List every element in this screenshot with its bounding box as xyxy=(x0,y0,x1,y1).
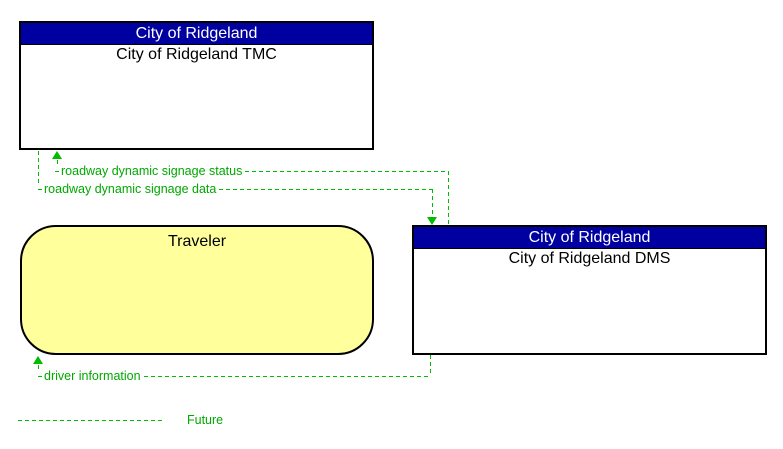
legend-future-label: Future xyxy=(187,413,224,427)
arrowhead-up-icon xyxy=(52,151,62,159)
dashed-connector-vertical xyxy=(430,355,431,375)
flow-row-signage-data: roadway dynamic signage data xyxy=(38,182,432,196)
arrowhead-down-icon xyxy=(427,217,437,225)
flow-label-roadway-dynamic-signage-data[interactable]: roadway dynamic signage data xyxy=(44,182,217,196)
dashed-connector-horizontal xyxy=(143,375,430,377)
entity-title-dms: City of Ridgeland DMS xyxy=(508,250,671,267)
flow-row-signage-status: roadway dynamic signage status xyxy=(55,164,448,178)
entity-title-tmc: City of Ridgeland TMC xyxy=(116,46,277,63)
entity-header-dms: City of Ridgeland xyxy=(414,227,765,249)
dashed-connector-vertical xyxy=(57,160,58,166)
entity-header-tmc: City of Ridgeland xyxy=(21,23,372,45)
dashed-connector-lead xyxy=(38,375,42,377)
flow-row-driver-information: driver information xyxy=(38,369,430,383)
dashed-connector-vertical xyxy=(448,171,449,225)
entity-box-city-of-ridgeland-tmc[interactable]: City of Ridgeland City of Ridgeland TMC xyxy=(19,21,374,150)
dashed-connector-vertical xyxy=(38,151,39,183)
dashed-connector-horizontal xyxy=(219,188,432,190)
dashed-connector-vertical xyxy=(38,365,39,371)
dashed-connector-horizontal xyxy=(245,170,448,172)
flow-label-roadway-dynamic-signage-status[interactable]: roadway dynamic signage status xyxy=(61,164,243,178)
legend-dashed-line xyxy=(18,420,165,421)
arrowhead-up-icon xyxy=(33,356,43,364)
dashed-connector-lead xyxy=(38,188,42,190)
entity-box-city-of-ridgeland-dms[interactable]: City of Ridgeland City of Ridgeland DMS xyxy=(412,225,767,355)
entity-box-traveler[interactable]: Traveler xyxy=(20,225,374,355)
dashed-connector-vertical xyxy=(432,189,433,217)
dashed-connector-lead xyxy=(55,170,59,172)
flow-label-driver-information[interactable]: driver information xyxy=(44,369,141,383)
entity-title-traveler: Traveler xyxy=(167,233,227,250)
